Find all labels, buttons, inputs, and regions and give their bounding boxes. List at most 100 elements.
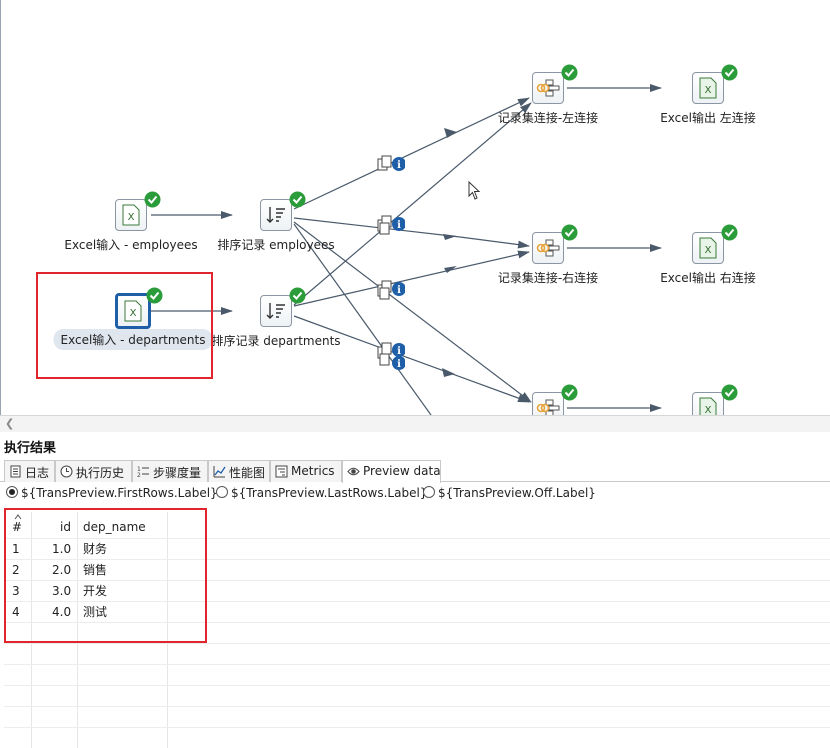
success-check-icon	[561, 64, 578, 81]
table-cell-dep-name: 销售	[83, 563, 108, 577]
eye-icon	[347, 467, 360, 476]
tab-label: 执行历史	[76, 466, 125, 480]
success-check-icon	[146, 287, 163, 304]
hop-lines	[151, 84, 662, 415]
svg-text:i: i	[397, 160, 401, 171]
canvas-horizontal-scrollbar[interactable]: ❮	[0, 415, 830, 432]
table-cell-row-number: 2	[12, 563, 20, 577]
svg-text:X: X	[705, 85, 712, 96]
table-cell-dep-name: 测试	[83, 605, 108, 619]
hop-sort-emp-to-join-right-b	[459, 236, 530, 249]
column-divider	[167, 512, 168, 748]
table-cell-dep-name: 财务	[83, 542, 108, 556]
tab-history[interactable]: 执行历史	[55, 460, 132, 482]
sort-up-icon[interactable]	[14, 514, 22, 520]
excel-output-icon[interactable]: X	[692, 392, 724, 415]
merge-join-icon[interactable]	[532, 72, 564, 104]
radio-last-rows[interactable]: ${TransPreview.LastRows.Label}	[216, 486, 427, 500]
step-label: 记录集连接-左连接	[497, 111, 599, 125]
step-metrics-icon: 12	[137, 466, 149, 478]
row-divider	[4, 580, 830, 581]
row-divider	[4, 622, 830, 623]
hop-sort-dep-to-join-right	[293, 250, 530, 307]
step-label: Excel输出 左连接	[660, 111, 756, 125]
step-label: Excel输出 右连接	[660, 271, 756, 285]
hop-sort-dep-to-join-left	[293, 102, 532, 306]
svg-text:i: i	[397, 220, 401, 231]
svg-text:2: 2	[137, 472, 141, 478]
svg-text:X: X	[705, 405, 712, 415]
step-label: 记录集连接-右连接	[497, 271, 599, 285]
hop-sort-emp-to-join-3	[293, 221, 532, 403]
svg-text:i: i	[397, 359, 401, 370]
row-divider	[4, 538, 830, 539]
success-check-icon	[721, 384, 738, 401]
preview-data-table[interactable]: # id dep_name 1 1.0 财务 2 2.0 销售 3 3.0 开发…	[4, 512, 830, 748]
column-header-row-number[interactable]: #	[12, 520, 23, 534]
column-header-id[interactable]: id	[60, 520, 71, 534]
excel-output-icon[interactable]: X	[692, 232, 724, 264]
merge-join-icon[interactable]	[532, 232, 564, 264]
step-label: Excel输入 - departments	[53, 329, 213, 350]
tab-label: Metrics	[291, 464, 335, 478]
row-divider	[4, 601, 830, 602]
tab-label: 日志	[25, 466, 50, 480]
highlight-box-step	[36, 272, 213, 379]
radio-button[interactable]	[6, 486, 18, 498]
step-label: Excel输入 - employees	[64, 238, 198, 252]
results-panel-title: 执行结果	[4, 441, 57, 456]
tab-log[interactable]: 日志	[4, 460, 55, 482]
log-icon	[10, 465, 21, 478]
table-cell-id: 2.0	[52, 563, 72, 577]
excel-input-icon[interactable]: X	[115, 199, 147, 231]
table-cell-row-number: 1	[12, 542, 20, 556]
svg-text:X: X	[128, 212, 135, 223]
excel-output-icon[interactable]: X	[692, 72, 724, 104]
radio-label: ${TransPreview.LastRows.Label}	[231, 486, 428, 500]
column-divider	[77, 512, 78, 748]
tab-preview-data[interactable]: Preview data	[342, 460, 441, 483]
highlight-box-table	[4, 508, 207, 643]
scroll-left-icon[interactable]: ❮	[5, 417, 15, 430]
metrics-icon	[275, 465, 288, 478]
column-divider	[31, 512, 32, 748]
excel-input-icon[interactable]: X	[115, 293, 151, 329]
radio-button[interactable]	[423, 486, 435, 498]
hop-copy-info-icon[interactable]: i	[377, 215, 406, 235]
svg-text:i: i	[397, 285, 401, 296]
table-cell-id: 3.0	[52, 584, 72, 598]
hop-sort-emp-down	[293, 223, 432, 415]
radio-button[interactable]	[216, 486, 228, 498]
row-divider	[4, 559, 830, 560]
column-header-dep-name[interactable]: dep_name	[83, 520, 146, 534]
performance-chart-icon	[213, 466, 226, 478]
radio-off[interactable]: ${TransPreview.Off.Label}	[423, 486, 596, 500]
tab-performance[interactable]: 性能图	[208, 460, 270, 482]
radio-first-rows[interactable]: ${TransPreview.FirstRows.Label}	[6, 486, 218, 500]
row-divider	[4, 664, 830, 665]
step-label: 排序记录 departments	[211, 334, 341, 348]
tab-label: Preview data	[363, 464, 441, 478]
merge-join-icon[interactable]	[532, 392, 564, 415]
hop-copy-info-icon[interactable]: i	[377, 155, 406, 173]
row-divider	[4, 727, 830, 728]
success-check-icon	[561, 384, 578, 401]
sort-rows-icon[interactable]	[260, 199, 292, 231]
row-divider	[4, 685, 830, 686]
hop-sort-dep-to-join-3	[293, 315, 530, 403]
tab-label: 性能图	[229, 466, 266, 480]
tab-metrics[interactable]: Metrics	[270, 460, 342, 482]
success-check-icon	[144, 191, 161, 208]
hop-copy-info-icon[interactable]: i	[377, 280, 406, 300]
table-cell-row-number: 3	[12, 584, 20, 598]
success-check-icon	[721, 64, 738, 81]
table-cell-dep-name: 开发	[83, 584, 108, 598]
row-divider	[4, 706, 830, 707]
table-cell-id: 1.0	[52, 542, 72, 556]
svg-text:X: X	[130, 308, 137, 319]
sort-rows-icon[interactable]	[260, 295, 292, 327]
